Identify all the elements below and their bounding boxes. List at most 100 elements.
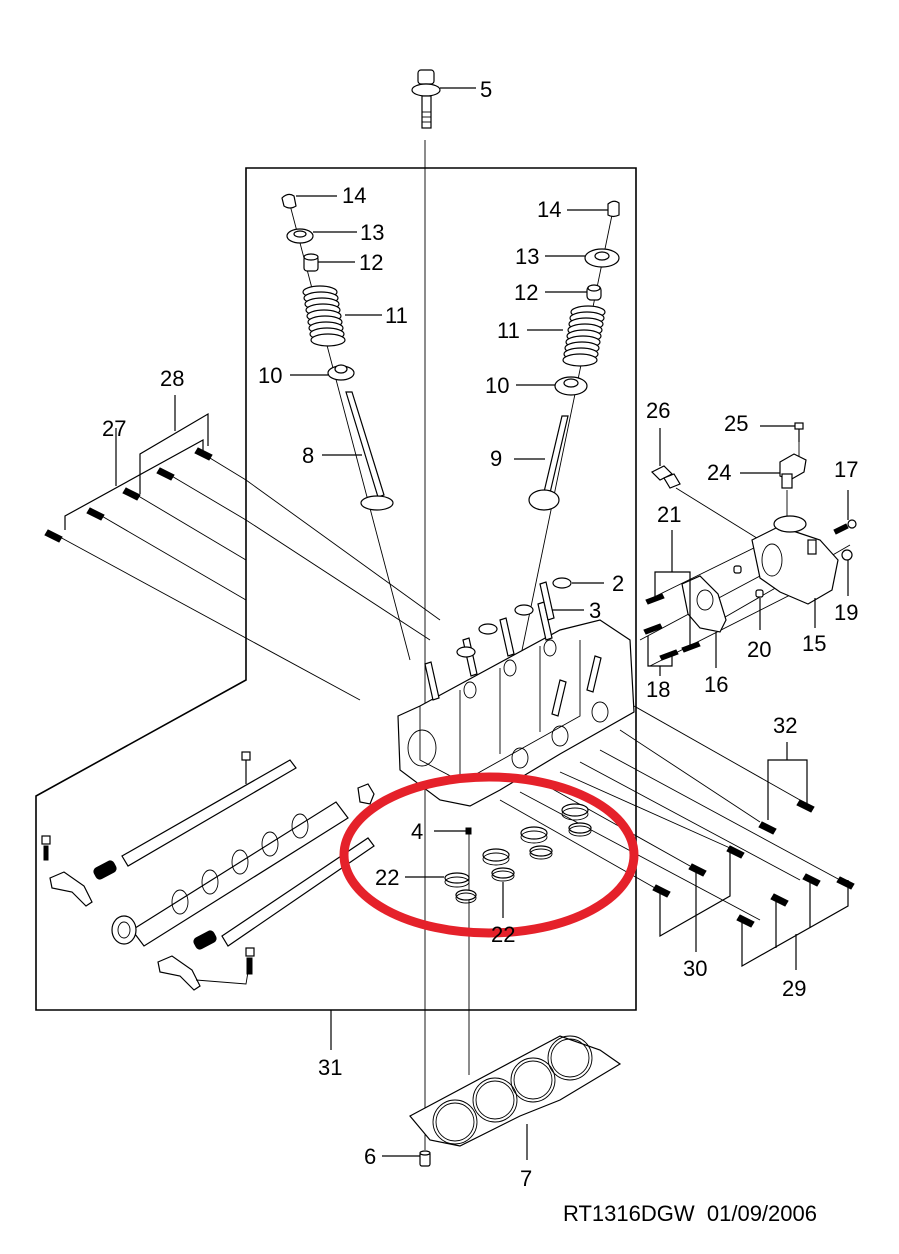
callout-14-left: 14 (342, 183, 366, 208)
adjuster-upper[interactable] (41, 835, 51, 861)
studs-29-30-32 (652, 742, 855, 970)
rocker-shaft-upper[interactable] (121, 759, 297, 867)
callout-5: 5 (480, 77, 492, 102)
cylinder-head[interactable] (397, 601, 635, 807)
callout-4: 4 (411, 819, 423, 844)
stud-29-c[interactable] (770, 893, 789, 907)
callout-32: 32 (773, 713, 797, 738)
callout-10-right: 10 (485, 373, 509, 398)
callout-8: 8 (302, 443, 314, 468)
dowel-marker-4[interactable] (465, 827, 472, 835)
callout-12-left: 12 (359, 250, 383, 275)
stud-21-a[interactable] (645, 593, 665, 605)
stud-30-a[interactable] (726, 845, 745, 859)
callout-17: 17 (834, 457, 858, 482)
callout-20: 20 (747, 637, 771, 662)
valve-keeper-left[interactable] (281, 193, 297, 209)
callout-2: 2 (612, 571, 624, 596)
spring-seat-left[interactable] (327, 364, 355, 381)
stud-32-b[interactable] (758, 821, 777, 835)
valve-guide[interactable] (539, 581, 555, 621)
housing-nut[interactable] (841, 549, 853, 561)
sensor-bolt[interactable] (794, 422, 804, 442)
exhaust-valve[interactable] (528, 415, 569, 511)
rocker-shaft-lower[interactable] (221, 837, 375, 947)
head-gasket[interactable] (409, 1035, 622, 1147)
stud-30-c[interactable] (652, 884, 671, 898)
callout-18: 18 (646, 677, 670, 702)
adjuster-lower[interactable] (245, 947, 255, 975)
stud-18-a[interactable] (643, 623, 663, 635)
stud-27-a[interactable] (44, 529, 63, 543)
dowel-pin-20[interactable] (755, 589, 764, 598)
spring-retainer-left[interactable] (286, 228, 314, 244)
cam-bracket[interactable] (357, 783, 375, 805)
stud-29-b[interactable] (802, 873, 821, 887)
callout-21: 21 (657, 502, 681, 527)
rocker-arm-lower[interactable] (157, 955, 201, 991)
assembly-group-frame (35, 167, 637, 1011)
drawing-reference: RT1316DGW 01/09/2006 (563, 1201, 817, 1227)
studs-27-28 (44, 395, 441, 701)
valve-spring-left[interactable] (302, 285, 346, 347)
seal-ring[interactable] (529, 845, 553, 860)
callout-16: 16 (704, 672, 728, 697)
callout-14-right: 14 (537, 197, 561, 222)
callout-11-left: 11 (385, 303, 408, 328)
camshaft-oil-seal[interactable] (111, 915, 137, 945)
callout-19: 19 (834, 600, 858, 625)
head-bolt-part[interactable] (411, 69, 441, 129)
valve-keeper-right[interactable] (607, 200, 620, 218)
seal-ring[interactable] (491, 867, 515, 882)
seal-ring[interactable] (561, 803, 589, 821)
right-valve-train (519, 200, 620, 661)
callout-24: 24 (707, 460, 731, 485)
thermostat-housing-group (639, 422, 857, 676)
intake-valve[interactable] (345, 391, 394, 511)
thermostat-housing[interactable] (751, 515, 839, 605)
rocker-arm-upper[interactable] (49, 871, 93, 907)
spring-retainer-right[interactable] (584, 248, 620, 268)
spring-seat-right[interactable] (554, 376, 588, 396)
valve-spring-right[interactable] (562, 305, 606, 367)
stud-29-d[interactable] (736, 914, 755, 928)
seal-ring[interactable] (482, 848, 510, 866)
callout-22-b: 22 (491, 922, 515, 947)
callout-31: 31 (318, 1055, 342, 1080)
callout-13-right: 13 (515, 244, 539, 269)
seal-ring[interactable] (520, 826, 548, 844)
rocker-spring-upper[interactable] (92, 860, 117, 881)
stud-28-a[interactable] (122, 487, 141, 501)
stud-27-b[interactable] (86, 507, 105, 521)
camshaft-rocker-assembly (41, 751, 375, 991)
housing-bolt[interactable] (833, 519, 857, 535)
stud-18-b[interactable] (659, 649, 679, 661)
callout-28: 28 (160, 366, 184, 391)
dowel-sleeve[interactable] (419, 1150, 431, 1167)
temperature-sensor[interactable] (650, 465, 681, 489)
callout-25: 25 (724, 411, 748, 436)
rocker-spring-lower[interactable] (192, 930, 217, 951)
valve-seal-right[interactable] (586, 284, 602, 301)
dowel-pin-21[interactable] (733, 565, 742, 574)
callout-22-a: 22 (375, 865, 399, 890)
camshaft-position-sensor[interactable] (779, 453, 807, 489)
stud-21-b[interactable] (681, 641, 701, 653)
callout-6: 6 (364, 1144, 376, 1169)
callout-26: 26 (646, 398, 670, 423)
highlight-ellipse (339, 772, 639, 938)
valve-seal-left[interactable] (303, 253, 319, 272)
left-valve-train (281, 193, 411, 661)
shaft-bolt[interactable] (241, 751, 251, 784)
seal-ring[interactable] (455, 889, 477, 904)
stud-32-a[interactable] (796, 799, 815, 813)
housing-gasket[interactable] (681, 575, 727, 633)
callout-10-left: 10 (258, 363, 282, 388)
expansion-plug[interactable] (552, 577, 572, 589)
seal-ring[interactable] (568, 822, 592, 837)
stud-30-b[interactable] (688, 863, 707, 877)
stud-28-b[interactable] (156, 467, 175, 481)
seal-ring[interactable] (444, 872, 470, 888)
stud-29-a[interactable] (836, 876, 855, 890)
